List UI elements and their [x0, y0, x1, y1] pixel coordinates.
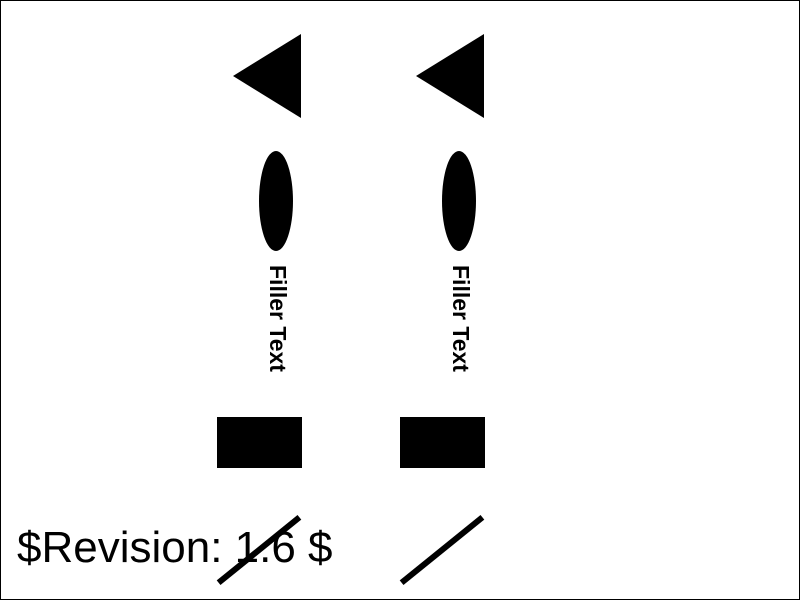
ellipse-icon — [442, 151, 476, 251]
shape-column-right: Filler Text — [399, 1, 519, 599]
revision-label: $Revision: 1.6 $ — [17, 523, 333, 572]
diagonal-line-icon — [399, 514, 485, 586]
ellipse-icon — [259, 151, 293, 251]
shape-column-left: Filler Text — [216, 1, 336, 599]
rectangle-icon — [400, 417, 485, 468]
rectangle-icon — [217, 417, 302, 468]
column-label: Filler Text — [265, 265, 291, 372]
left-triangle-icon — [416, 34, 484, 118]
left-triangle-icon — [233, 34, 301, 118]
column-label: Filler Text — [448, 265, 474, 372]
